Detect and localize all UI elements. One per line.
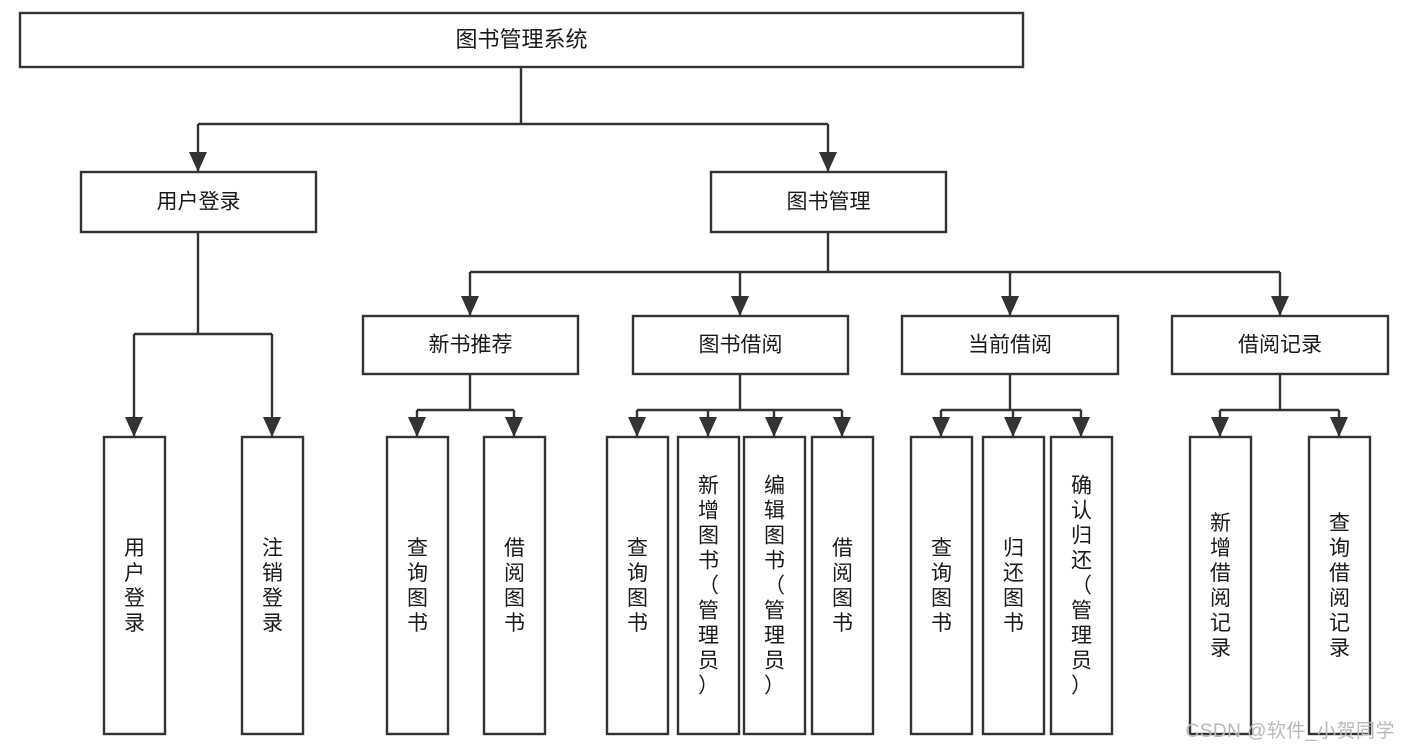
node-leaf-11[interactable]: 新增借阅记录 — [1188, 435, 1253, 736]
node-leaf-4-label: 查询图书 — [627, 537, 648, 635]
node-leaf-6-box[interactable] — [742, 435, 807, 736]
node-level3-2[interactable]: 当前借阅 — [900, 314, 1120, 376]
arrow-down-icon-leafgroup-1-0 — [628, 417, 646, 437]
node-level3-0[interactable]: 新书推荐 — [361, 314, 580, 376]
node-level3-3-label: 借阅记录 — [1238, 334, 1322, 357]
connectors-layer — [125, 67, 1348, 437]
arrow-down-icon-level2-1 — [819, 152, 837, 172]
node-leaf-12[interactable]: 查询借阅记录 — [1307, 435, 1372, 736]
node-level2-1-box[interactable] — [709, 170, 948, 234]
node-leaf-8-box[interactable] — [909, 435, 974, 736]
node-leaf-3-box[interactable] — [482, 435, 547, 736]
node-leaf-9-box[interactable] — [981, 435, 1046, 736]
node-leaf-12-box[interactable] — [1307, 435, 1372, 736]
node-leaf-3[interactable]: 借阅图书 — [482, 435, 547, 736]
node-leaf-11-box[interactable] — [1188, 435, 1253, 736]
arrow-down-icon-level2-0 — [189, 152, 207, 172]
csdn-watermark: CSDN @软件_小贺同学 — [1185, 721, 1395, 742]
node-leaf-5[interactable]: 新增图书（管理员） — [676, 435, 741, 736]
node-leaf-0-label: 用户登录 — [124, 537, 145, 635]
arrow-down-icon-leafgroup-2-1 — [1004, 417, 1022, 437]
arrow-down-icon-leafgroup-0-0 — [408, 417, 426, 437]
node-level3-2-box[interactable] — [900, 314, 1120, 376]
node-root-system-label: 图书管理系统 — [455, 27, 587, 52]
arrow-down-icon-leafgroup-2-0 — [932, 417, 950, 437]
node-leaf-7[interactable]: 借阅图书 — [810, 435, 875, 736]
node-leaf-5-box[interactable] — [676, 435, 741, 736]
node-leaf-0[interactable]: 用户登录 — [102, 435, 167, 736]
node-leaf-6[interactable]: 编辑图书（管理员） — [742, 435, 807, 736]
node-leaf-10-label: 确认归还（管理员） — [1071, 475, 1092, 698]
node-leaf-4[interactable]: 查询图书 — [605, 435, 670, 736]
nodes-layer: 图书管理系统用户登录图书管理新书推荐图书借阅当前借阅借阅记录用户登录注销登录查询… — [18, 11, 1390, 736]
node-leaf-12-label: 查询借阅记录 — [1329, 512, 1350, 660]
node-level3-2-label: 当前借阅 — [968, 334, 1052, 357]
node-leaf-1-label: 注销登录 — [262, 537, 283, 635]
node-root-system-box[interactable] — [18, 11, 1025, 69]
arrow-down-icon-level3-0 — [461, 296, 479, 316]
node-leaf-7-box[interactable] — [810, 435, 875, 736]
node-leaf-2-box[interactable] — [385, 435, 450, 736]
arrow-down-icon-userlogin-leaf-1 — [263, 417, 281, 437]
node-leaf-2-label: 查询图书 — [407, 537, 428, 635]
node-level2-0-label: 用户登录 — [157, 191, 241, 214]
node-level3-3-box[interactable] — [1170, 314, 1390, 376]
node-leaf-3-label: 借阅图书 — [504, 537, 525, 635]
node-level2-1[interactable]: 图书管理 — [709, 170, 948, 234]
node-leaf-8-label: 查询图书 — [931, 537, 952, 635]
node-leaf-10[interactable]: 确认归还（管理员） — [1049, 435, 1114, 736]
arrow-down-icon-leafgroup-3-1 — [1330, 417, 1348, 437]
node-root-system[interactable]: 图书管理系统 — [18, 11, 1025, 69]
node-leaf-1[interactable]: 注销登录 — [240, 435, 305, 736]
node-level3-0-label: 新书推荐 — [429, 334, 513, 357]
arrow-down-icon-leafgroup-2-2 — [1072, 417, 1090, 437]
arrow-down-icon-leafgroup-1-3 — [833, 417, 851, 437]
node-level3-1-box[interactable] — [631, 314, 850, 376]
node-level2-0[interactable]: 用户登录 — [79, 170, 318, 234]
arrow-down-icon-userlogin-leaf-0 — [125, 417, 143, 437]
node-leaf-5-label: 新增图书（管理员） — [698, 475, 719, 698]
arrow-down-icon-leafgroup-1-1 — [699, 417, 717, 437]
node-leaf-8[interactable]: 查询图书 — [909, 435, 974, 736]
node-level2-0-box[interactable] — [79, 170, 318, 234]
node-level3-3[interactable]: 借阅记录 — [1170, 314, 1390, 376]
arrow-down-icon-leafgroup-3-0 — [1211, 417, 1229, 437]
node-leaf-9[interactable]: 归还图书 — [981, 435, 1046, 736]
arrow-down-icon-level3-1 — [731, 296, 749, 316]
node-leaf-7-label: 借阅图书 — [832, 537, 853, 635]
node-leaf-6-label: 编辑图书（管理员） — [764, 475, 785, 698]
node-leaf-2[interactable]: 查询图书 — [385, 435, 450, 736]
arrow-down-icon-leafgroup-1-2 — [765, 417, 783, 437]
node-leaf-0-box[interactable] — [102, 435, 167, 736]
arrow-down-icon-level3-3 — [1271, 296, 1289, 316]
node-leaf-1-box[interactable] — [240, 435, 305, 736]
node-leaf-11-label: 新增借阅记录 — [1210, 512, 1231, 660]
node-level3-0-box[interactable] — [361, 314, 580, 376]
node-leaf-10-box[interactable] — [1049, 435, 1114, 736]
arrow-down-icon-leafgroup-0-1 — [505, 417, 523, 437]
node-leaf-9-label: 归还图书 — [1003, 537, 1024, 635]
node-level2-1-label: 图书管理 — [787, 191, 871, 214]
node-level3-1-label: 图书借阅 — [699, 334, 783, 357]
arrow-down-icon-level3-2 — [1001, 296, 1019, 316]
node-leaf-4-box[interactable] — [605, 435, 670, 736]
node-level3-1[interactable]: 图书借阅 — [631, 314, 850, 376]
